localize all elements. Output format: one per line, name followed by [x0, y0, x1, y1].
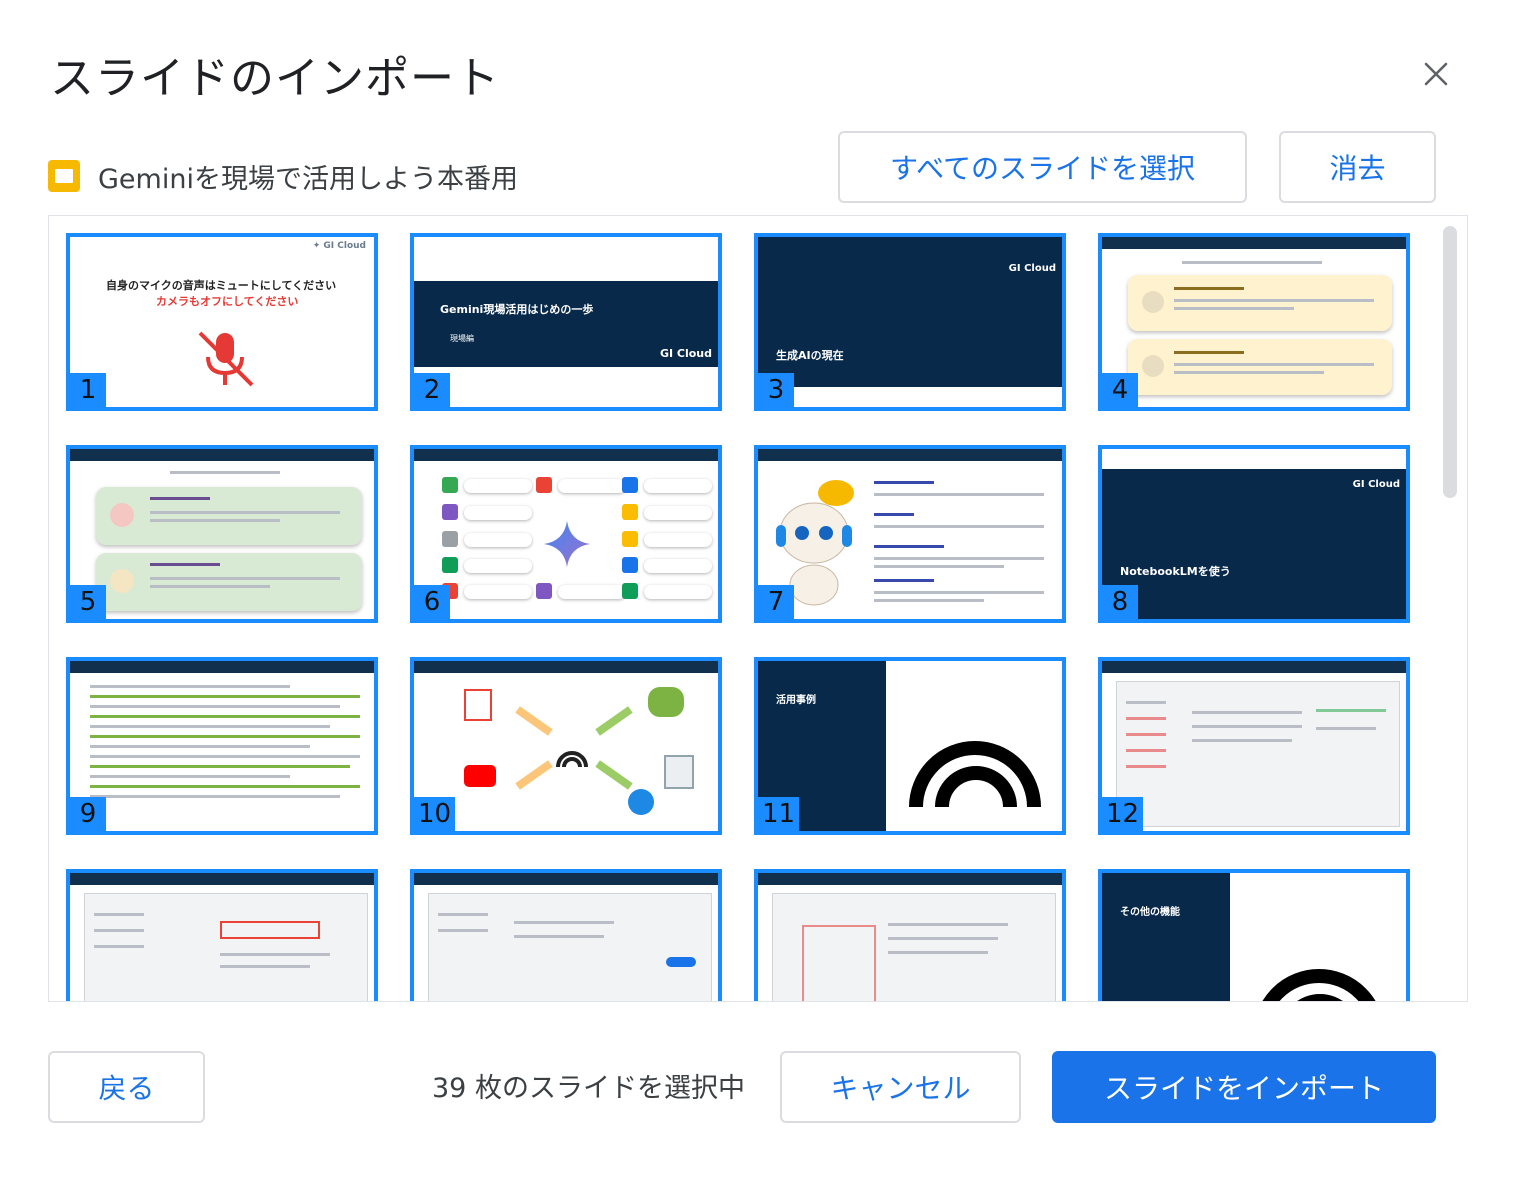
slide-logo-text: GI Cloud — [659, 347, 712, 360]
close-icon — [1424, 62, 1448, 86]
slide-thumbnail-7[interactable]: 7 — [754, 445, 1066, 623]
dialog-title: スライドのインポート — [50, 53, 500, 104]
slide-thumbnail-8[interactable]: GI Cloud NotebookLMを使う 8 — [1098, 445, 1410, 623]
mic-off-icon — [198, 331, 254, 387]
slide-subtitle-text: 現場編 — [450, 334, 474, 343]
slide-thumbnail-13[interactable]: 13 — [66, 869, 378, 1001]
notebooklm-logo-icon — [1262, 969, 1376, 1001]
slide-thumbnail-3[interactable]: GI Cloud 生成AIの現在 3 — [754, 233, 1066, 411]
slide-thumbnail-6[interactable]: 6 — [410, 445, 722, 623]
slide-thumbnail-5[interactable]: 5 — [66, 445, 378, 623]
slide-thumbnail-11[interactable]: 活用事例 11 — [754, 657, 1066, 835]
slide-number-badge: 5 — [70, 585, 106, 619]
clear-selection-button[interactable]: 消去 — [1279, 131, 1436, 203]
slide-logo-text: GI Cloud — [1008, 263, 1056, 274]
slide-thumbnail-16[interactable]: その他の機能 16 — [1098, 869, 1410, 1001]
back-button[interactable]: 戻る — [48, 1051, 205, 1123]
notebooklm-logo-icon — [909, 741, 1041, 808]
slide-number-badge: 4 — [1102, 373, 1138, 407]
slide-number-badge: 2 — [414, 373, 450, 407]
slide-title-text: Gemini現場活用はじめの一歩 — [440, 303, 594, 316]
slide-thumbnail-10[interactable]: 10 — [410, 657, 722, 835]
slide-number-badge: 11 — [758, 797, 800, 831]
slide-title-text: その他の機能 — [1120, 907, 1180, 918]
slide-number-badge: 10 — [414, 797, 456, 831]
close-button[interactable] — [1416, 54, 1456, 94]
cancel-button[interactable]: キャンセル — [780, 1051, 1021, 1123]
slide-title-text: 自身のマイクの音声はミュートにしてください — [106, 279, 337, 292]
slide-thumbnail-1[interactable]: ✦ GI Cloud 自身のマイクの音声はミュートにしてください カメラもオフに… — [66, 233, 378, 411]
document-name: Geminiを現場で活用しよう本番用 — [98, 163, 518, 195]
slide-thumbnail-9[interactable]: 9 — [66, 657, 378, 835]
slide-thumbnail-4[interactable]: 4 — [1098, 233, 1410, 411]
slide-logo-text: GI Cloud — [1352, 479, 1400, 490]
slide-number-badge: 12 — [1102, 797, 1144, 831]
slide-number-badge: 3 — [758, 373, 794, 407]
slide-grid-scrollbar[interactable] — [1443, 226, 1457, 498]
selection-status-text: 39 枚のスライドを選択中 — [432, 1073, 745, 1104]
select-all-slides-button[interactable]: すべてのスライドを選択 — [838, 131, 1247, 203]
slide-number-badge: 1 — [70, 373, 106, 407]
slide-number-badge: 8 — [1102, 585, 1138, 619]
robot-illustration — [776, 480, 854, 606]
slide-thumbnail-12[interactable]: 12 — [1098, 657, 1410, 835]
slide-grid[interactable]: ✦ GI Cloud 自身のマイクの音声はミュートにしてください カメラもオフに… — [48, 215, 1468, 1002]
slide-number-badge: 9 — [70, 797, 106, 831]
slide-thumbnail-14[interactable]: 14 — [410, 869, 722, 1001]
gemini-sparkle-icon — [544, 521, 590, 567]
slide-subtitle-text: カメラもオフにしてください — [156, 295, 299, 308]
slide-number-badge: 6 — [414, 585, 450, 619]
slide-thumbnail-2[interactable]: Gemini現場活用はじめの一歩 現場編 GI Cloud 2 — [410, 233, 722, 411]
slide-thumbnail-15[interactable]: 15 — [754, 869, 1066, 1001]
slide-title-text: 活用事例 — [776, 695, 816, 706]
slide-title-text: 生成AIの現在 — [776, 349, 844, 362]
import-slides-button[interactable]: スライドをインポート — [1052, 1051, 1436, 1123]
slide-number-badge: 7 — [758, 585, 794, 619]
source-document: Geminiを現場で活用しよう本番用 — [48, 156, 518, 196]
google-slides-icon — [48, 160, 80, 192]
slide-title-text: NotebookLMを使う — [1120, 565, 1231, 578]
